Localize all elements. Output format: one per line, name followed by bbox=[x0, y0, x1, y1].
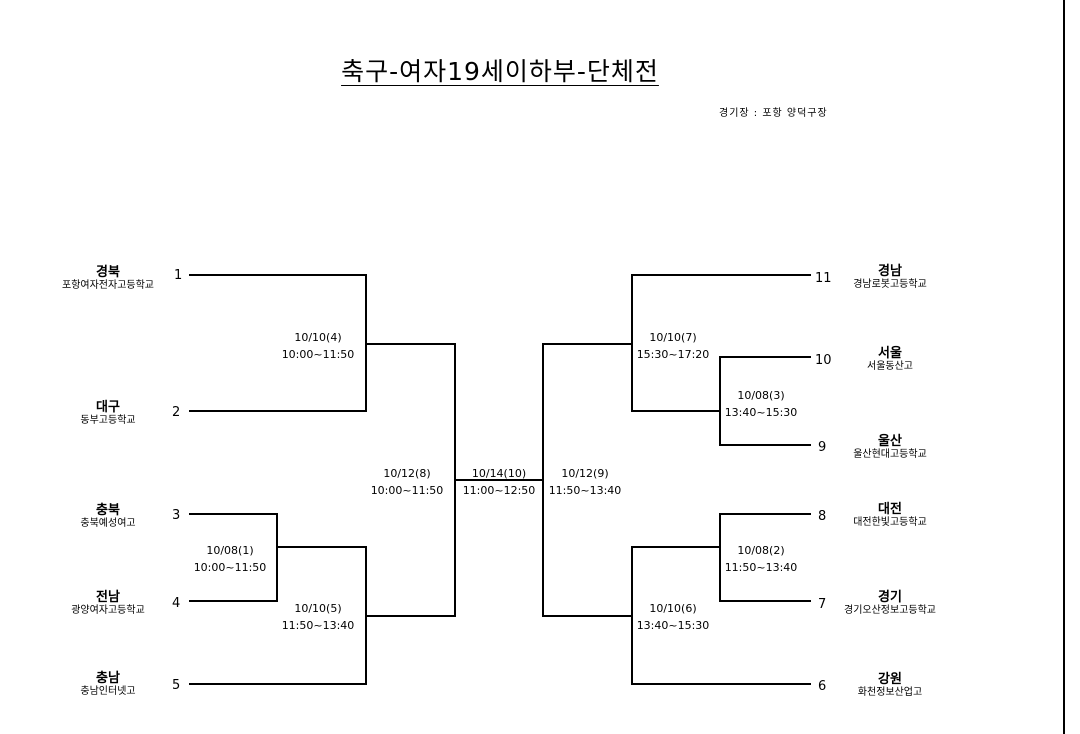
match-10: 10/14(10) 11:00~12:50 bbox=[444, 465, 554, 499]
team-5-region: 충남 bbox=[96, 671, 120, 686]
team-7-region: 경기 bbox=[878, 590, 902, 605]
match-4-time: 10:00~11:50 bbox=[281, 348, 355, 361]
team-10-region: 서울 bbox=[878, 346, 902, 361]
match-1: 10/08(1) 10:00~11:50 bbox=[175, 542, 285, 576]
team-10: 서울 서울동산고 bbox=[830, 346, 950, 373]
team-1: 경북 포항여자전자고등학교 bbox=[40, 265, 176, 292]
team-3-region: 충북 bbox=[96, 503, 120, 518]
line-match-1 bbox=[189, 513, 278, 602]
seed-10: 10 bbox=[815, 353, 832, 368]
match-1-date: 10/08(1) bbox=[206, 544, 254, 557]
match-6-time: 13:40~15:30 bbox=[636, 619, 710, 632]
team-11-region: 경남 bbox=[878, 264, 902, 279]
team-4-school: 광양여자고등학교 bbox=[71, 605, 145, 616]
match-2-time: 11:50~13:40 bbox=[724, 561, 798, 574]
team-4: 전남 광양여자고등학교 bbox=[40, 590, 176, 617]
page-title: 축구-여자19세이하부-단체전 bbox=[341, 57, 659, 86]
line-match-5 bbox=[189, 546, 367, 685]
match-2-date: 10/08(2) bbox=[737, 544, 785, 557]
team-8-region: 대전 bbox=[878, 502, 902, 517]
line-match-7 bbox=[631, 274, 811, 412]
page-right-border bbox=[1063, 0, 1065, 734]
team-8-school: 대전한빛고등학교 bbox=[853, 517, 927, 528]
line-match-6 bbox=[631, 546, 811, 685]
match-9: 10/12(9) 11:50~13:40 bbox=[530, 465, 640, 499]
team-9-school: 울산현대고등학교 bbox=[853, 449, 927, 460]
team-1-region: 경북 bbox=[96, 265, 120, 280]
team-8: 대전 대전한빛고등학교 bbox=[830, 502, 950, 529]
seed-5: 5 bbox=[172, 678, 181, 693]
team-3: 충북 충북예성여고 bbox=[40, 503, 176, 530]
team-1-school: 포항여자전자고등학교 bbox=[62, 280, 154, 291]
team-10-school: 서울동산고 bbox=[867, 361, 913, 372]
seed-2: 2 bbox=[172, 405, 181, 420]
team-2: 대구 동부고등학교 bbox=[40, 400, 176, 427]
team-9-region: 울산 bbox=[878, 434, 902, 449]
match-8-time: 10:00~11:50 bbox=[370, 484, 444, 497]
seed-7: 7 bbox=[818, 597, 827, 612]
team-7-school: 경기오산정보고등학교 bbox=[844, 605, 936, 616]
seed-8: 8 bbox=[818, 509, 827, 524]
team-2-school: 동부고등학교 bbox=[80, 415, 136, 426]
match-5-time: 11:50~13:40 bbox=[281, 619, 355, 632]
team-6-school: 화천정보산업고 bbox=[857, 687, 923, 698]
match-7: 10/10(7) 15:30~17:20 bbox=[618, 329, 728, 363]
team-5-school: 충남인터넷고 bbox=[80, 686, 136, 697]
match-9-time: 11:50~13:40 bbox=[548, 484, 622, 497]
team-11: 경남 경남로봇고등학교 bbox=[830, 264, 950, 291]
team-6: 강원 화천정보산업고 bbox=[830, 672, 950, 699]
team-3-school: 충북예성여고 bbox=[80, 518, 136, 529]
match-5: 10/10(5) 11:50~13:40 bbox=[263, 600, 373, 634]
match-2: 10/08(2) 11:50~13:40 bbox=[706, 542, 816, 576]
seed-6: 6 bbox=[818, 679, 827, 694]
match-4-date: 10/10(4) bbox=[294, 331, 342, 344]
match-4: 10/10(4) 10:00~11:50 bbox=[263, 329, 373, 363]
line-match-3 bbox=[719, 356, 811, 446]
team-4-region: 전남 bbox=[96, 590, 120, 605]
match-3: 10/08(3) 13:40~15:30 bbox=[706, 387, 816, 421]
team-6-region: 강원 bbox=[878, 672, 902, 687]
team-11-school: 경남로봇고등학교 bbox=[853, 279, 927, 290]
match-9-date: 10/12(9) bbox=[561, 467, 609, 480]
match-5-date: 10/10(5) bbox=[294, 602, 342, 615]
match-6: 10/10(6) 13:40~15:30 bbox=[618, 600, 728, 634]
team-9: 울산 울산현대고등학교 bbox=[830, 434, 950, 461]
team-5: 충남 충남인터넷고 bbox=[40, 671, 176, 698]
match-8-date: 10/12(8) bbox=[383, 467, 431, 480]
match-6-date: 10/10(6) bbox=[649, 602, 697, 615]
seed-11: 11 bbox=[815, 271, 832, 286]
venue-label: 경기장 : 포항 양덕구장 bbox=[719, 108, 828, 119]
team-2-region: 대구 bbox=[96, 400, 120, 415]
team-7: 경기 경기오산정보고등학교 bbox=[828, 590, 952, 617]
seed-1: 1 bbox=[174, 268, 183, 283]
match-10-time: 11:00~12:50 bbox=[462, 484, 536, 497]
match-1-time: 10:00~11:50 bbox=[193, 561, 267, 574]
line-match-2 bbox=[719, 513, 811, 602]
match-10-date: 10/14(10) bbox=[471, 467, 527, 480]
seed-4: 4 bbox=[172, 596, 181, 611]
match-7-date: 10/10(7) bbox=[649, 331, 697, 344]
seed-3: 3 bbox=[172, 508, 181, 523]
match-7-time: 15:30~17:20 bbox=[636, 348, 710, 361]
match-3-time: 13:40~15:30 bbox=[724, 406, 798, 419]
seed-9: 9 bbox=[818, 440, 827, 455]
match-8: 10/12(8) 10:00~11:50 bbox=[352, 465, 462, 499]
match-3-date: 10/08(3) bbox=[737, 389, 785, 402]
